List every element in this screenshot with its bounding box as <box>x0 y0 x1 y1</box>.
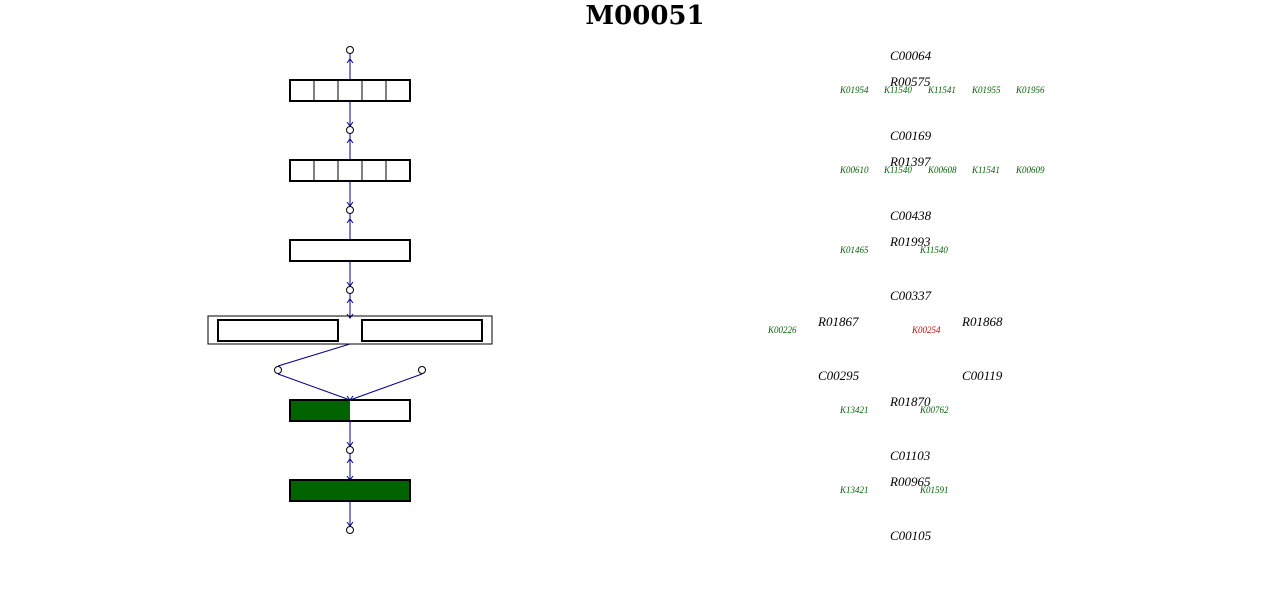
step-box <box>289 159 411 182</box>
ko-segment <box>314 80 338 101</box>
ko-segment <box>338 80 362 101</box>
edge-tick <box>346 58 354 64</box>
step-box <box>289 399 411 422</box>
ortholog-label: K00254 <box>911 325 941 335</box>
ko-segment <box>362 160 386 181</box>
arrow-head <box>346 201 354 207</box>
step-box-outline <box>289 79 411 102</box>
pathway-graph <box>207 46 493 534</box>
ortholog-label: K00608 <box>927 165 957 175</box>
ortholog-label: K11541 <box>971 165 1000 175</box>
arrow-head <box>346 313 354 319</box>
ortholog-label: K11540 <box>919 245 948 255</box>
ko-segment <box>362 80 386 101</box>
ortholog-label: K11540 <box>883 165 912 175</box>
arrow-head <box>346 121 354 127</box>
compound-label: C00105 <box>890 528 932 543</box>
ko-segment <box>290 480 350 501</box>
arrow-head <box>346 521 354 527</box>
ortholog-label: K01465 <box>839 245 869 255</box>
reaction-label: R01868 <box>961 314 1003 329</box>
step-box <box>361 319 483 342</box>
edge-tick <box>346 298 354 304</box>
compound-label: C00337 <box>890 288 932 303</box>
ko-segment <box>362 320 482 341</box>
reaction-edge <box>277 373 351 401</box>
edge-tick <box>346 458 354 464</box>
ortholog-label: K13421 <box>839 485 869 495</box>
edge-tick <box>346 138 354 144</box>
compound-node <box>346 446 354 454</box>
ko-segment <box>350 480 410 501</box>
compound-label: C00438 <box>890 208 932 223</box>
ortholog-label: K13421 <box>839 405 869 415</box>
reaction-edge <box>277 343 351 367</box>
compound-label: C01103 <box>890 448 931 463</box>
reaction-edge <box>349 373 423 401</box>
compound-node <box>418 366 426 374</box>
step-box <box>289 479 411 502</box>
ortholog-label: K01955 <box>971 85 1001 95</box>
compound-node <box>346 206 354 214</box>
ko-segment <box>314 160 338 181</box>
step-box <box>217 319 339 342</box>
ko-segment <box>290 400 350 421</box>
step-box <box>289 239 411 262</box>
reaction-label: R00575 <box>889 74 931 89</box>
ortholog-label: K01591 <box>919 485 949 495</box>
compound-label: C00295 <box>818 368 860 383</box>
ko-segment <box>218 320 338 341</box>
ortholog-label: K11540 <box>883 85 912 95</box>
compound-node <box>346 286 354 294</box>
reaction-label: R00965 <box>889 474 931 489</box>
reaction-label: R01397 <box>889 154 931 169</box>
ko-segment <box>338 160 362 181</box>
step-box <box>289 79 411 102</box>
step-box-outline <box>217 319 339 342</box>
ortholog-label: K00610 <box>839 165 869 175</box>
step-box-outline <box>289 159 411 182</box>
reaction-label: R01870 <box>889 394 931 409</box>
ko-segment <box>290 160 314 181</box>
compound-label: C00119 <box>962 368 1003 383</box>
ko-segment <box>290 80 314 101</box>
module-title: M00051 <box>585 1 704 31</box>
ortholog-label: K00226 <box>767 325 797 335</box>
ortholog-label: K00762 <box>919 405 949 415</box>
ortholog-label: K11541 <box>927 85 956 95</box>
step-box-outline <box>289 239 411 262</box>
reaction-label: R01867 <box>817 314 859 329</box>
compound-node <box>346 46 354 54</box>
ortholog-label: K01956 <box>1015 85 1045 95</box>
step-box-outline <box>361 319 483 342</box>
ortholog-label: K01954 <box>839 85 869 95</box>
ko-segment <box>290 240 350 261</box>
ko-segment <box>350 240 410 261</box>
reaction-label: R01993 <box>889 234 931 249</box>
ortholog-label: K00609 <box>1015 165 1045 175</box>
arrow-head <box>346 281 354 287</box>
compound-node <box>274 366 282 374</box>
compound-label: C00064 <box>890 48 932 63</box>
compound-node <box>346 126 354 134</box>
edge-tick <box>346 218 354 224</box>
compound-node <box>346 526 354 534</box>
ko-segment <box>350 400 410 421</box>
arrow-head <box>346 441 354 447</box>
compound-label: C00169 <box>890 128 932 143</box>
ko-segment <box>386 80 410 101</box>
ko-segment <box>386 160 410 181</box>
